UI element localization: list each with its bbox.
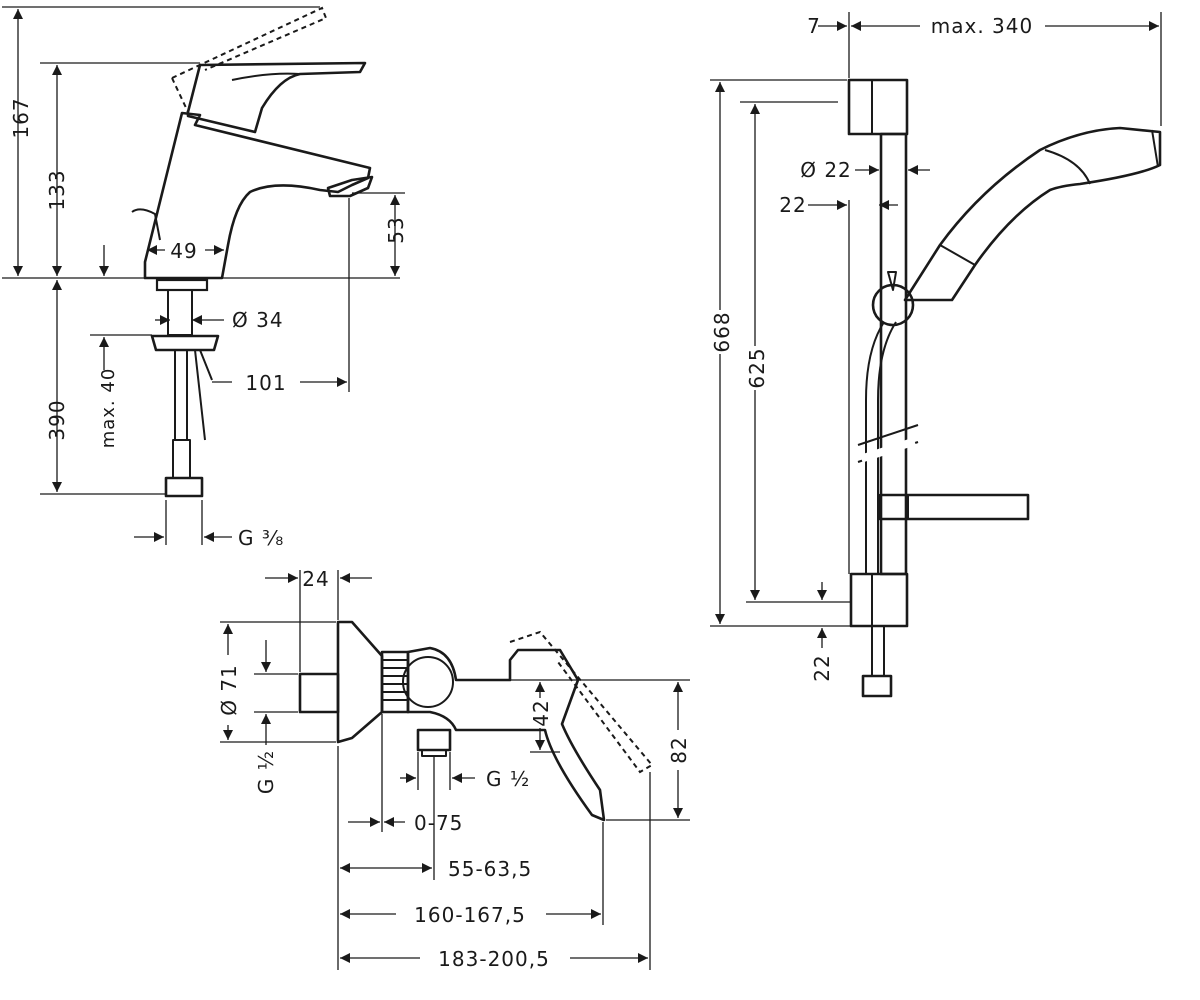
dim-0-75: 0-75 (414, 811, 463, 835)
aerator-outline (326, 175, 374, 198)
dim-133: 133 (45, 169, 69, 210)
mixer-body (406, 646, 606, 822)
dim-diam-71: Ø 71 (217, 664, 241, 716)
dim-101: 101 (245, 371, 286, 395)
dim-diam-22: Ø 22 (800, 158, 852, 182)
popup-rod (131, 208, 161, 241)
mixer-lever-open (509, 630, 654, 774)
dim-390: 390 (45, 399, 69, 440)
dim-22-top: 22 (779, 193, 806, 217)
hose-end-nut (861, 674, 893, 698)
dim-183-200-5: 183-200,5 (438, 947, 550, 971)
flex-hose (174, 350, 188, 440)
hand-shower (903, 126, 1162, 302)
faucet-body-outline (143, 111, 372, 280)
lever-handle-outline (186, 61, 367, 134)
dim-82: 82 (667, 736, 691, 763)
dim-625: 625 (745, 347, 769, 388)
basin-mixer-drawing: 167 133 53 49 Ø 34 max. 40 101 390 G ³⁄₈ (2, 6, 408, 550)
shower-set-drawing: 7 max. 340 Ø 22 22 668 625 22 (708, 12, 1162, 698)
dim-max-40: max. 40 (98, 368, 119, 449)
wall-connection (298, 672, 340, 714)
dim-42: 42 (529, 699, 553, 726)
dim-49: 49 (170, 239, 197, 263)
dim-24: 24 (302, 567, 329, 591)
dim-7: 7 (807, 14, 821, 38)
dim-22-bottom: 22 (810, 654, 834, 681)
dim-55-63-5: 55-63,5 (448, 857, 532, 881)
soap-dish (878, 493, 1030, 521)
outlet-connector (416, 728, 452, 752)
mounting-nut (150, 334, 220, 352)
dim-g-3-8: G ³⁄₈ (238, 526, 284, 550)
shower-mixer-drawing: 24 Ø 71 G ½ 42 G ½ 82 0-75 55-63,5 160-1… (214, 567, 692, 972)
dim-167: 167 (9, 97, 33, 138)
dim-668: 668 (710, 311, 734, 352)
dim-g-half-bottom: G ½ (486, 767, 530, 791)
dim-53: 53 (384, 216, 408, 243)
dim-g-half-side: G ½ (254, 750, 278, 794)
bottom-wall-bracket (849, 572, 909, 628)
dim-160-167-5: 160-167,5 (414, 903, 526, 927)
shower-hose (865, 321, 897, 575)
lever-open-position (171, 6, 328, 113)
hose-connector (164, 476, 204, 498)
shower-rail (879, 132, 908, 576)
dim-max-340: max. 340 (931, 14, 1033, 38)
dim-diam-34: Ø 34 (232, 308, 284, 332)
top-wall-bracket (847, 78, 909, 136)
wall-rosette (336, 620, 384, 744)
